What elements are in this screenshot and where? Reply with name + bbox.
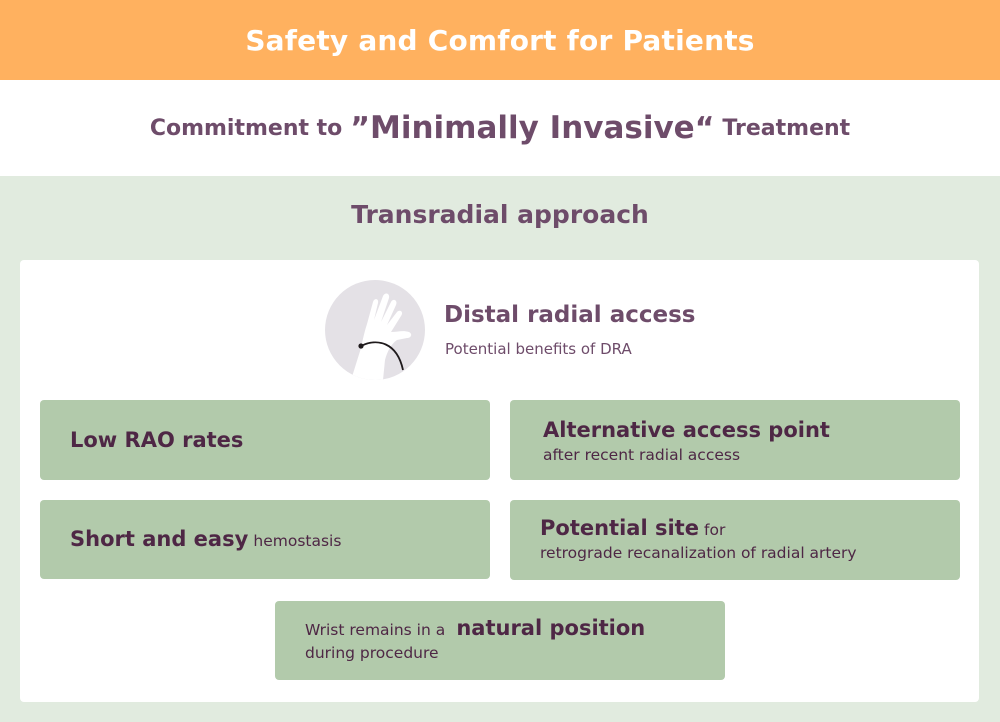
card-text: hemostasis: [253, 532, 342, 550]
header-banner: Safety and Comfort for Patients: [0, 0, 1000, 80]
benefit-card-hemostasis: Short and easy hemostasis: [40, 500, 490, 579]
banner-title: Safety and Comfort for Patients: [245, 23, 755, 57]
card-highlight: Alternative access point: [543, 418, 830, 442]
card-highlight: Low RAO rates: [70, 428, 244, 452]
card-text: retrograde recanalization of radial arte…: [540, 544, 857, 562]
card-text: after recent radial access: [543, 446, 741, 464]
card-text-inline: for: [704, 521, 726, 539]
hand-wrist-icon: [325, 280, 425, 380]
commitment-heading: Commitment to ” Minimally Invasive “ Tre…: [0, 80, 1000, 176]
commitment-suffix: Treatment: [722, 115, 851, 141]
card-pre-text: Wrist remains in a: [305, 621, 446, 639]
open-quote: ”: [350, 110, 371, 146]
commitment-emphasis: Minimally Invasive: [370, 110, 695, 146]
radial-artery-line: [360, 341, 404, 371]
benefit-card-potential-site: Potential site for retrograde recanaliza…: [510, 500, 960, 580]
card-highlight: Potential site: [540, 516, 699, 540]
close-quote: “: [694, 110, 715, 146]
approach-title: Transradial approach: [351, 200, 649, 229]
hand-silhouette: [351, 293, 412, 380]
access-point-dot: [358, 343, 364, 349]
card-highlight: natural position: [456, 616, 646, 640]
card-line: Short and easy hemostasis: [70, 527, 341, 551]
benefit-card-natural-position: Wrist remains in a natural position duri…: [275, 601, 725, 680]
benefit-card-alternative-access: Alternative access point after recent ra…: [510, 400, 960, 480]
commitment-prefix: Commitment to: [149, 115, 343, 141]
benefit-card-low-rao: Low RAO rates: [40, 400, 490, 480]
card-line: Wrist remains in a natural position: [305, 616, 645, 640]
card-line: Potential site for: [540, 516, 725, 540]
dra-subtitle: Potential benefits of DRA: [445, 340, 632, 358]
card-text: during procedure: [305, 644, 439, 662]
card-highlight: Short and easy: [70, 527, 249, 551]
dra-title: Distal radial access: [444, 302, 696, 328]
